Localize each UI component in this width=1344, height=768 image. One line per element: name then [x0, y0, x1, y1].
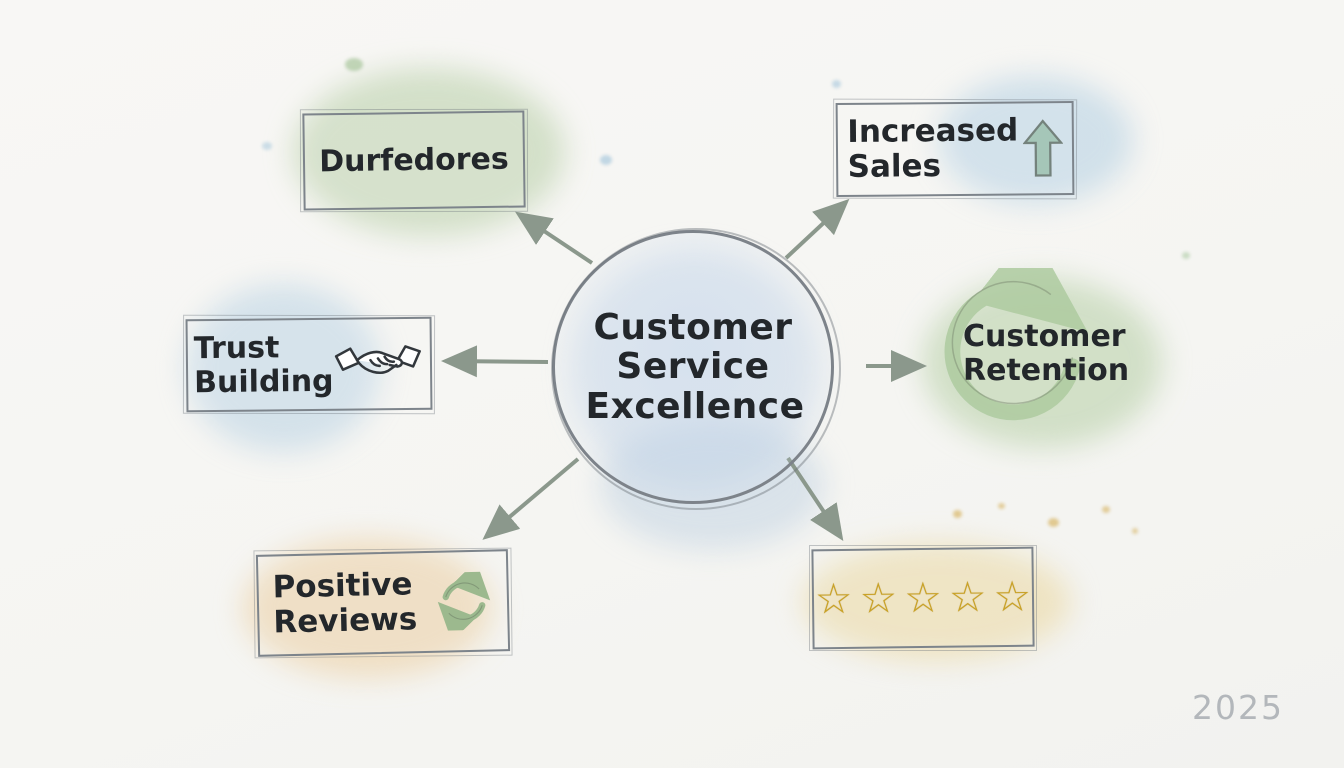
arrow-to-durfedores [515, 211, 594, 265]
arrow-to-increased-sales [784, 198, 850, 260]
paint-speck [998, 503, 1005, 509]
center-node-label: Customer Service Excellence [585, 306, 805, 427]
node-positive-reviews: Positive Reviews [255, 549, 511, 657]
star-rating-icon: ☆☆☆☆☆ [814, 571, 1039, 624]
node-customer-retention-label: Customer Retention [963, 319, 1130, 388]
paint-speck [345, 58, 363, 71]
paint-speck [832, 80, 841, 88]
arrow-to-positive-reviews [482, 457, 580, 540]
node-five-star-rating: ☆☆☆☆☆ [811, 546, 1038, 650]
arrow-to-trust-building [441, 345, 549, 378]
retention-cycle-icon [925, 227, 1097, 444]
node-positive-reviews-label: Positive Reviews [272, 566, 418, 641]
node-customer-retention: Customer Retention [925, 227, 1160, 448]
paint-speck [1102, 506, 1110, 513]
paint-speck [1182, 252, 1190, 259]
node-trust-building: Trust Building [185, 316, 433, 413]
paint-speck [953, 510, 962, 518]
center-node-customer-service-excellence: Customer Service Excellence [552, 230, 834, 504]
growth-arrow-icon [1022, 119, 1063, 177]
node-increased-sales-label: Increased Sales [847, 112, 1019, 185]
node-trust-building-label: Trust Building [193, 330, 334, 400]
paint-speck [1048, 518, 1059, 527]
handshake-icon [332, 336, 425, 391]
paint-speck [1132, 528, 1138, 534]
node-durfedores-label: Durfedores [318, 141, 509, 180]
refresh-cycle-icon [434, 571, 493, 631]
paint-speck [262, 142, 272, 150]
paint-speck [600, 155, 612, 165]
arrow-to-five-stars [786, 456, 844, 541]
node-durfedores: Durfedores [302, 110, 526, 211]
node-increased-sales: Increased Sales [835, 100, 1075, 198]
year-label: 2025 [1192, 688, 1284, 727]
